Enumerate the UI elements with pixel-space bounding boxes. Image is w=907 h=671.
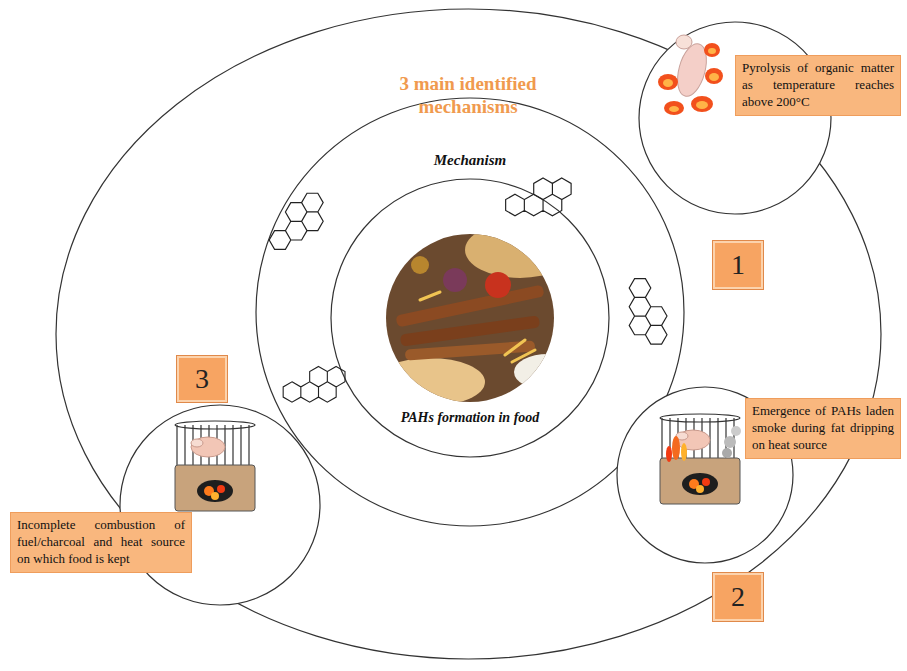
step-number-box: 1 [712,240,764,290]
step-number: 1 [731,251,745,279]
grill-icon [660,414,741,504]
circle-outline [256,98,684,526]
step-number-box: 3 [176,355,228,403]
mechanism-box: Incomplete combustion of fuel/charcoal a… [10,512,192,573]
text-holder: PAHs formation in food [385,410,555,426]
mechanism-text: Incomplete combustion of fuel/charcoal a… [17,517,185,568]
mechanism-box: Pyrolysis of organic matter as temperatu… [735,55,901,116]
step-number-box: 2 [712,572,764,622]
text-holder: Mechanism [385,152,555,169]
mechanism-text: Emergence of PAHs laden smoke during fat… [752,403,894,454]
circle-heading: 3 main identified mechanisms [363,73,573,119]
mechanism-circle [120,405,320,605]
circle-label: PAHs formation in food [385,410,555,426]
circle-label: Mechanism [385,152,555,169]
step-number: 3 [195,365,209,393]
mechanism-circle [639,22,831,214]
pyrolysis-icon [658,35,723,115]
grill-icon [175,421,255,511]
step-number: 2 [731,583,745,611]
circle-outline [331,179,609,457]
mechanism-text: Pyrolysis of organic matter as temperatu… [742,60,894,111]
food-photo [375,222,582,410]
mechanism-box: Emergence of PAHs laden smoke during fat… [745,398,901,459]
text-holder: 3 main identified mechanisms [363,73,573,119]
